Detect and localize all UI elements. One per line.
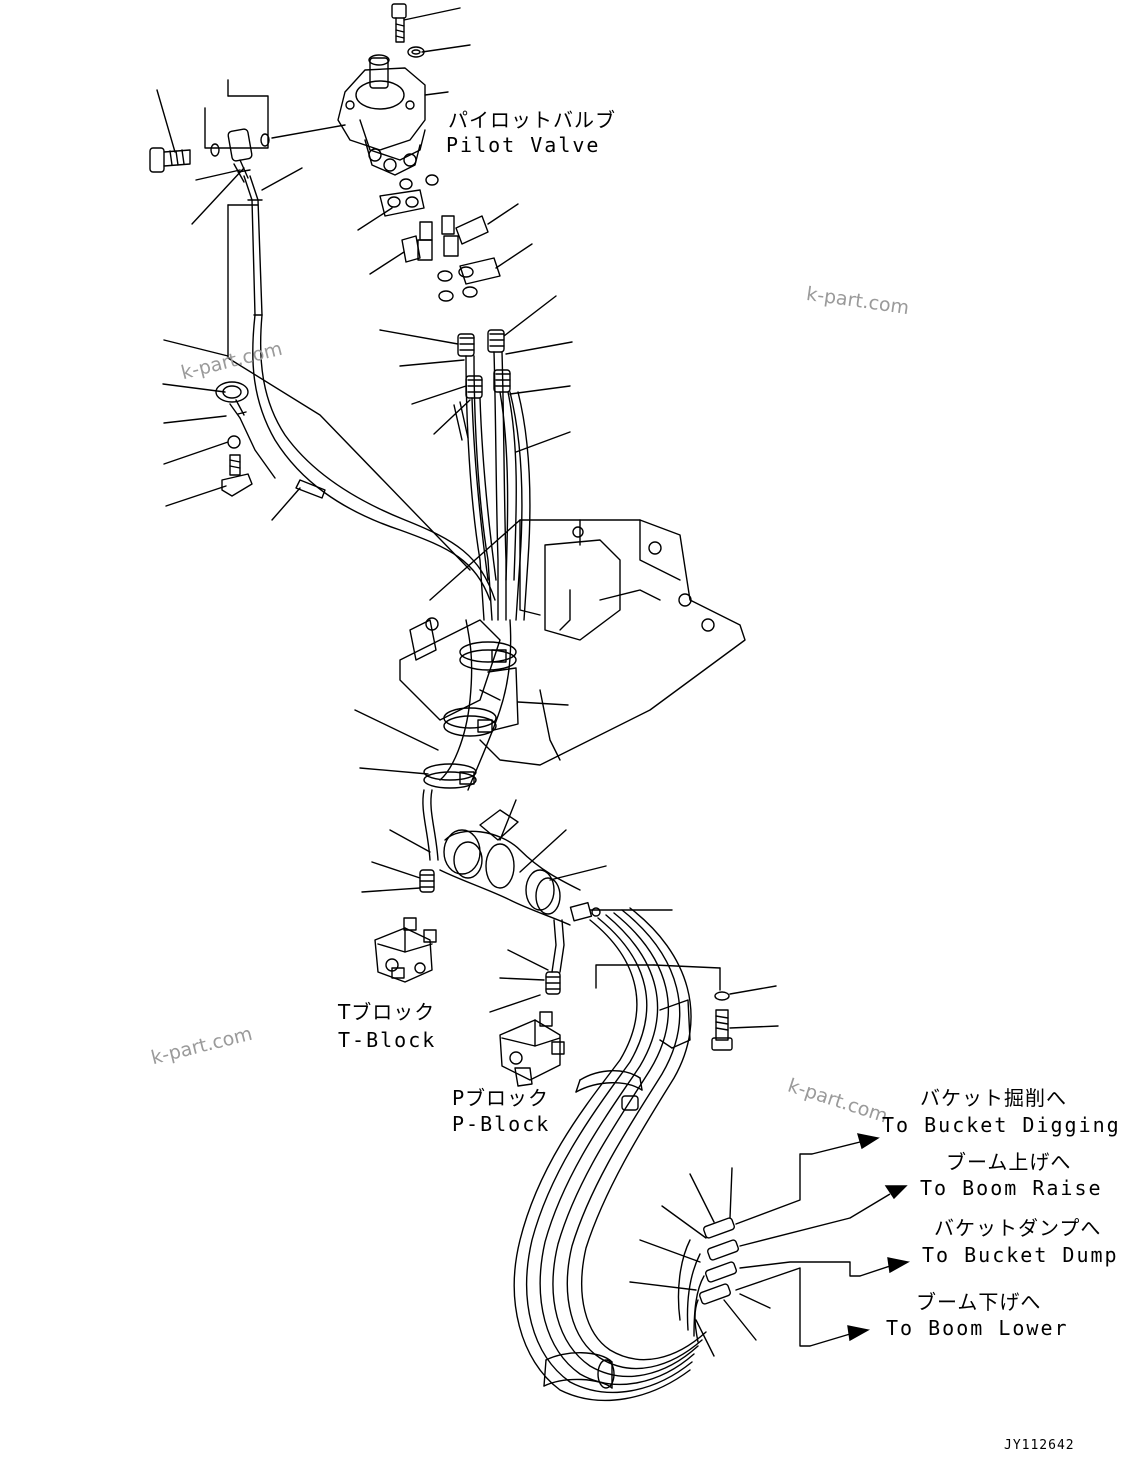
t-block (375, 918, 436, 982)
boom-raise-label-en: To Boom Raise (920, 1176, 1103, 1200)
clamp-middle (440, 800, 672, 925)
elbow-fitting (216, 382, 275, 478)
boom-lower-label-jp: ブーム下げへ (916, 1290, 1042, 1314)
output-fittings (678, 1154, 860, 1346)
bucket-digging-label-jp: バケット掘削へ (920, 1086, 1067, 1110)
bolt-small-left (222, 455, 252, 496)
t-block-label-en: T-Block (338, 1028, 437, 1052)
main-hose-bundle (514, 908, 706, 1400)
bolt-left (150, 148, 190, 172)
bucket-dump-label-en: To Bucket Dump (922, 1243, 1119, 1267)
control-box (400, 520, 745, 765)
bucket-digging-label-en: To Bucket Digging (882, 1113, 1121, 1137)
p-block-label-jp: Pブロック (452, 1086, 550, 1110)
t-block-label-jp: Tブロック (338, 1000, 436, 1024)
pilot-valve (338, 55, 425, 175)
hose-fitting-left (228, 128, 262, 315)
boom-lower-label-en: To Boom Lower (886, 1316, 1069, 1340)
p-block-label-en: P-Block (452, 1112, 551, 1136)
hose-split-left (420, 790, 438, 892)
pilot-valve-label-jp: パイロットバルブ (448, 108, 616, 132)
clamp-lower (544, 1071, 642, 1388)
bolt-top (392, 4, 424, 57)
bucket-dump-label-jp: バケットダンプへ (934, 1216, 1102, 1240)
hose-branch-lower (546, 920, 564, 994)
output-arrows (810, 1134, 908, 1346)
bolt-right (712, 992, 732, 1050)
hose-bundle (454, 352, 530, 620)
pilot-valve-label-en: Pilot Valve (446, 133, 601, 157)
p-block (500, 1012, 564, 1086)
fitting-group (358, 175, 532, 301)
drawing-code: JY112642 (1004, 1438, 1075, 1453)
boom-raise-label-jp: ブーム上げへ (946, 1150, 1072, 1174)
clamp-upper (424, 620, 568, 790)
